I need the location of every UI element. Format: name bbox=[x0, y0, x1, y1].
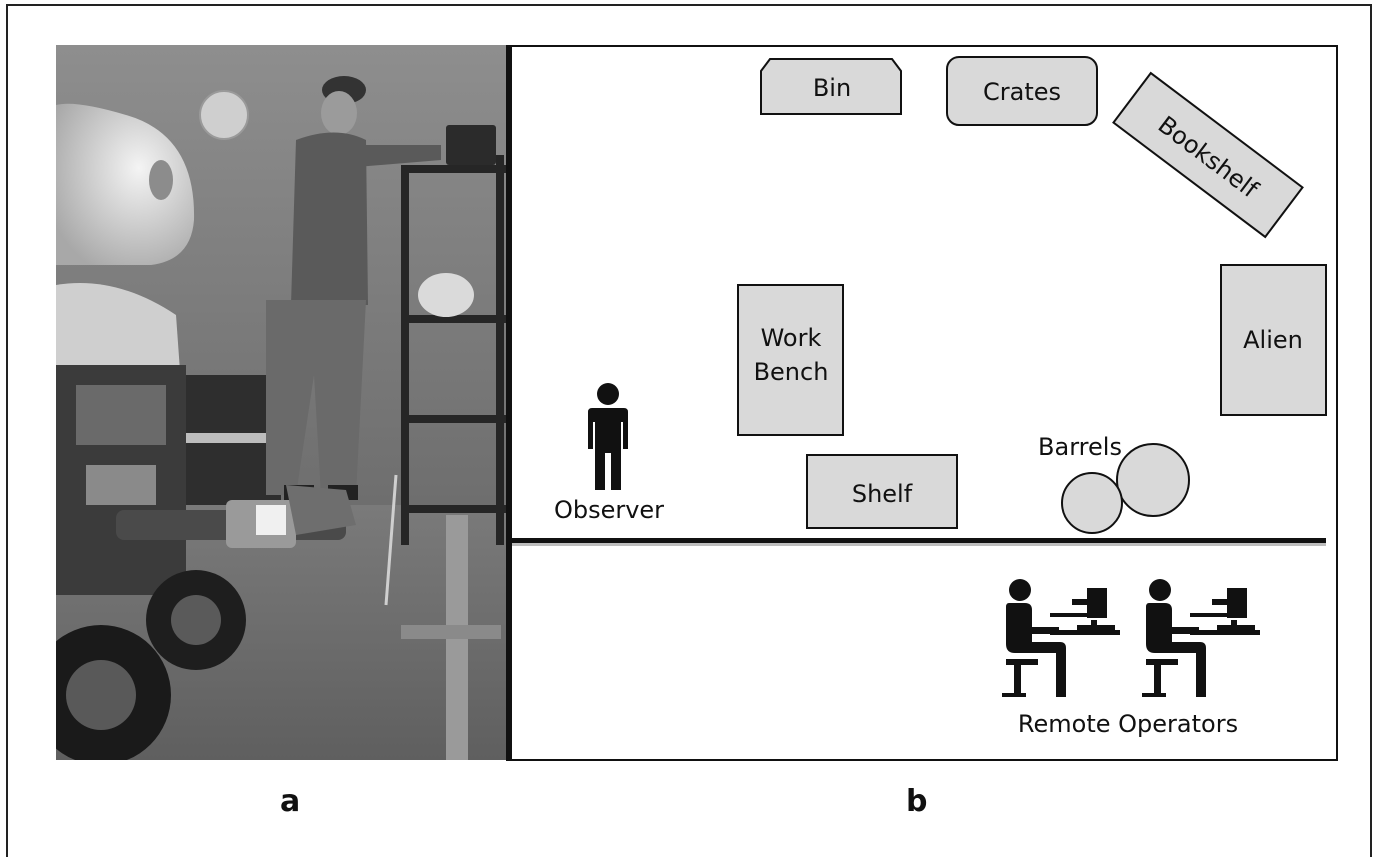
floor-plan-shapes bbox=[512, 56, 1327, 697]
panel-label-a: a bbox=[280, 784, 301, 819]
remote-operators-label: Remote Operators bbox=[1017, 710, 1239, 738]
alien-shape bbox=[1220, 264, 1327, 416]
alien-label: Alien bbox=[1243, 326, 1303, 354]
barrel-left-shape bbox=[1061, 472, 1123, 534]
photo-robot-lab bbox=[56, 45, 506, 760]
crates-label: Crates bbox=[982, 78, 1062, 106]
observer-icon bbox=[588, 383, 628, 490]
work-bench-label-line2: Bench bbox=[753, 358, 829, 386]
floor-plan: Bin Crates Bookshelf Work Bench Alien Sh… bbox=[506, 45, 1338, 761]
crates-shape bbox=[946, 56, 1098, 126]
work-bench-shape bbox=[737, 284, 844, 436]
barrels-label: Barrels bbox=[1038, 433, 1122, 461]
bookshelf-shape bbox=[1112, 71, 1304, 239]
shelf-label: Shelf bbox=[851, 480, 913, 508]
observer-label: Observer bbox=[553, 496, 665, 524]
work-bench-label-line1: Work bbox=[760, 324, 822, 352]
figure-frame bbox=[6, 4, 1372, 857]
bin-shape bbox=[760, 58, 902, 115]
divider-wall bbox=[512, 538, 1326, 543]
bin-label: Bin bbox=[812, 74, 852, 102]
remote-operator-icon-1 bbox=[1002, 579, 1120, 697]
remote-operator-icon-2 bbox=[1142, 579, 1260, 697]
panel-label-b: b bbox=[906, 784, 928, 819]
shelf-shape bbox=[806, 454, 958, 529]
barrel-right-shape bbox=[1116, 443, 1190, 517]
